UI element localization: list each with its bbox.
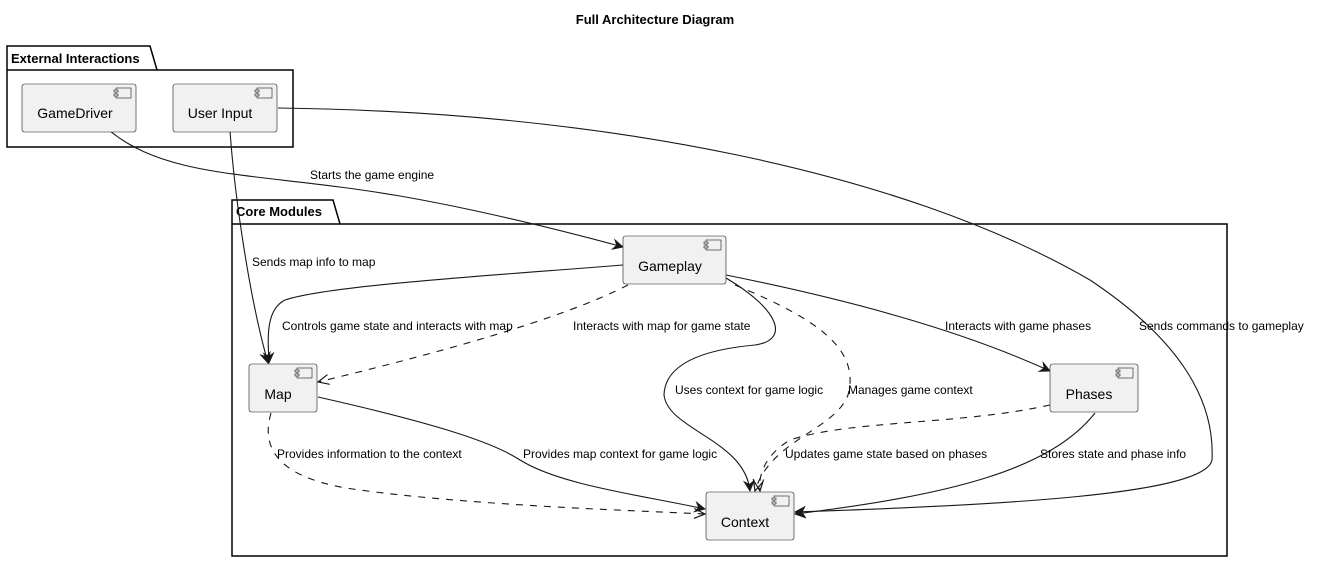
component-label-gamedriver: GameDriver bbox=[37, 105, 113, 121]
component-icon bbox=[113, 87, 132, 99]
component-label-userinput: User Input bbox=[188, 105, 253, 121]
edge-label-map-context-dashed: Provides information to the context bbox=[277, 447, 462, 461]
edge-gameplay-map bbox=[262, 264, 624, 364]
edge-label-gameplay-map-dashed: Interacts with map for game state bbox=[573, 319, 751, 333]
edge-userinput-context bbox=[277, 107, 1213, 518]
package-label-core: Core Modules bbox=[236, 204, 322, 219]
edge-label-gameplay-context-dashed: Manages game context bbox=[848, 383, 973, 397]
edge-label-userinput-gameplay: Sends commands to gameplay bbox=[1139, 319, 1304, 333]
package-label-external: External Interactions bbox=[11, 51, 140, 66]
edge-label-userinput-map: Sends map info to map bbox=[252, 255, 376, 269]
edge-label-phases-context: Stores state and phase info bbox=[1040, 447, 1186, 461]
diagram-title: Full Architecture Diagram bbox=[576, 12, 734, 27]
edge-gameplay-context bbox=[663, 277, 776, 492]
edge-label-gameplay-map: Controls game state and interacts with m… bbox=[282, 319, 513, 333]
edge-label-phases-context-dashed: Updates game state based on phases bbox=[785, 447, 987, 461]
edge-userinput-map bbox=[229, 130, 271, 364]
edge-phases-context-dashed bbox=[760, 404, 1051, 491]
edge-gameplay-phases bbox=[725, 274, 1051, 372]
edge-label-gameplay-context: Uses context for game logic bbox=[675, 383, 823, 397]
edge-gameplay-context-dashed bbox=[734, 284, 851, 491]
edge-map-context-dashed bbox=[267, 412, 705, 514]
component-userinput[interactable]: User Input bbox=[172, 83, 278, 133]
edge-label-map-context: Provides map context for game logic bbox=[523, 447, 717, 461]
component-icon bbox=[771, 495, 790, 507]
component-map[interactable]: Map bbox=[248, 363, 318, 413]
component-label-context: Context bbox=[721, 514, 769, 530]
edge-phases-context bbox=[794, 412, 1096, 519]
component-icon bbox=[703, 239, 722, 251]
component-phases[interactable]: Phases bbox=[1049, 363, 1139, 413]
component-icon bbox=[294, 367, 313, 379]
component-gameplay[interactable]: Gameplay bbox=[622, 235, 727, 285]
package-core-modules: Core Modules bbox=[231, 199, 1228, 557]
edge-label-gameplay-phases: Interacts with game phases bbox=[945, 319, 1091, 333]
edge-labels: Starts the game engine Sends map info to… bbox=[252, 168, 1304, 461]
component-label-gameplay: Gameplay bbox=[638, 258, 702, 274]
component-gamedriver[interactable]: GameDriver bbox=[21, 83, 137, 133]
edge-map-context bbox=[317, 396, 706, 513]
edge-label-gamedriver-gameplay: Starts the game engine bbox=[310, 168, 434, 182]
edge-gameplay-map-dashed bbox=[318, 284, 629, 382]
component-context[interactable]: Context bbox=[705, 491, 795, 541]
edge-gamedriver-gameplay bbox=[109, 130, 624, 250]
component-icon bbox=[254, 87, 273, 99]
component-label-map: Map bbox=[264, 386, 291, 402]
component-icon bbox=[1115, 367, 1134, 379]
edges bbox=[109, 107, 1213, 519]
component-label-phases: Phases bbox=[1066, 386, 1113, 402]
